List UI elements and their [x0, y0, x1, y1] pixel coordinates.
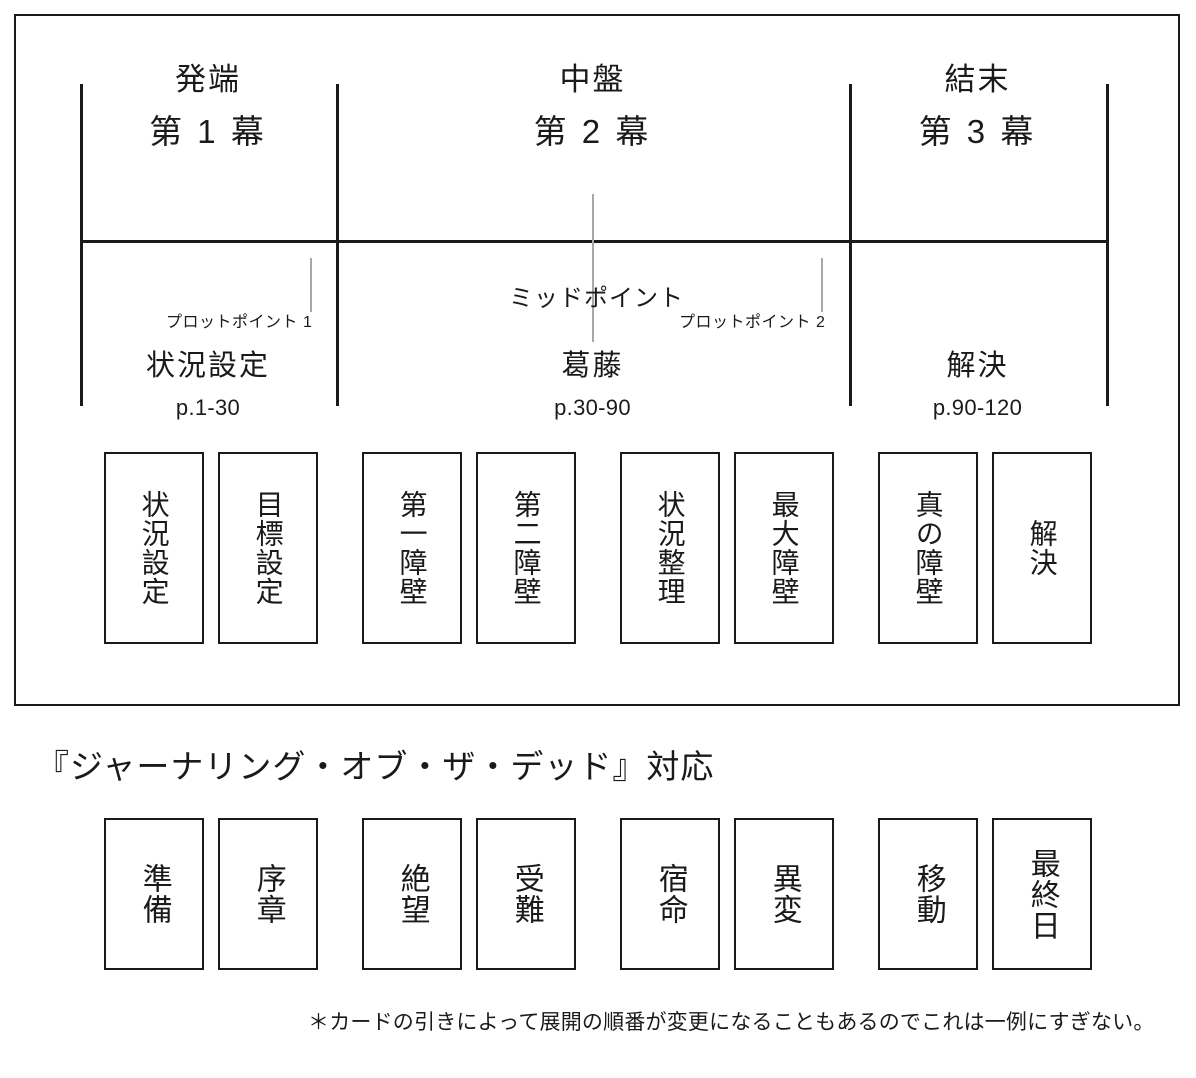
scenario-card-group-2: 絶望 受難: [362, 818, 576, 970]
beat-card[interactable]: 状況設定: [104, 452, 204, 644]
scenario-card-label: 序章: [251, 863, 285, 925]
act-2-name: 中盤: [559, 62, 626, 97]
beat-card-label: 目標設定: [252, 490, 284, 606]
midpoint-tick: [592, 194, 594, 342]
scenario-card[interactable]: 移動: [878, 818, 978, 970]
act-heading-1: 発端 第 1 幕: [80, 64, 336, 148]
scenario-card-label: 準備: [137, 863, 171, 925]
scenario-card-label: 受難: [509, 863, 543, 925]
plot-point-1-label: プロットポイント 1: [166, 314, 313, 331]
beat-card[interactable]: 真の障壁: [878, 452, 978, 644]
act-heading-3: 結末 第 3 幕: [849, 64, 1106, 148]
act-header-horizontal-rule: [80, 240, 1109, 243]
beat-card[interactable]: 第二障壁: [476, 452, 576, 644]
work-title: 『ジャーナリング・オブ・ザ・デッド』対応: [36, 748, 715, 785]
beat-card-group-4: 真の障壁 解決: [878, 452, 1092, 644]
act-heading-2: 中盤 第 2 幕: [336, 64, 849, 148]
scenario-card-group-1: 準備 序章: [104, 818, 318, 970]
scenario-card[interactable]: 宿命: [620, 818, 720, 970]
beat-card-group-1: 状況設定 目標設定: [104, 452, 318, 644]
beat-card-label: 状況整理: [654, 490, 686, 606]
beat-card-row: 状況設定 目標設定 第一障壁 第二障壁 状況整理 最大障壁 真の障壁 解決: [104, 452, 1092, 644]
scenario-card[interactable]: 準備: [104, 818, 204, 970]
act-1-number: 第 1 幕: [149, 113, 267, 150]
act-3-name: 結末: [944, 62, 1011, 97]
scenario-card-row: 準備 序章 絶望 受難 宿命 異変 移動 最終日: [104, 818, 1092, 970]
beat-card[interactable]: 最大障壁: [734, 452, 834, 644]
beat-card-label: 真の障壁: [912, 490, 944, 606]
beat-card[interactable]: 第一障壁: [362, 452, 462, 644]
scenario-card[interactable]: 最終日: [992, 818, 1092, 970]
scenario-card-group-3: 宿命 異変: [620, 818, 834, 970]
phase-conflict-name: 葛藤: [561, 350, 624, 382]
beat-card-label: 状況設定: [138, 490, 170, 606]
scenario-card[interactable]: 異変: [734, 818, 834, 970]
act-divider-left-edge: [80, 84, 83, 406]
phase-setup-name: 状況設定: [145, 350, 270, 382]
scenario-card-label: 異変: [767, 863, 801, 925]
beat-card-group-3: 状況整理 最大障壁: [620, 452, 834, 644]
beat-card-label: 第一障壁: [396, 490, 428, 606]
act-divider-right-edge: [1106, 84, 1109, 406]
act-divider-act1-act2: [336, 84, 339, 406]
plot-point-2-tick: [821, 258, 823, 312]
phase-conflict: 葛藤 p.30-90: [336, 352, 849, 419]
phase-conflict-pages: p.30-90: [554, 395, 631, 420]
phase-resolution: 解決 p.90-120: [849, 352, 1106, 419]
act-3-number: 第 3 幕: [918, 113, 1037, 150]
scenario-card-label: 移動: [911, 863, 945, 925]
act-2-number: 第 2 幕: [533, 113, 652, 150]
scenario-card-label: 最終日: [1025, 847, 1059, 941]
plot-point-1-tick: [310, 258, 312, 312]
phase-resolution-name: 解決: [946, 350, 1009, 382]
scenario-card-label: 宿命: [653, 863, 687, 925]
phase-setup: 状況設定 p.1-30: [80, 352, 336, 419]
scenario-card-label: 絶望: [395, 863, 429, 925]
three-act-diagram-frame: [14, 14, 1180, 706]
midpoint-label: ミッドポイント: [509, 285, 684, 312]
scenario-card[interactable]: 序章: [218, 818, 318, 970]
phase-resolution-pages: p.90-120: [932, 395, 1023, 420]
beat-card[interactable]: 解決: [992, 452, 1092, 644]
footnote-text: ＊カードの引きによって展開の順番が変更になることもあるのでこれは一例にすぎない。: [308, 1011, 1155, 1034]
beat-card-group-2: 第一障壁 第二障壁: [362, 452, 576, 644]
beat-card-label: 第二障壁: [510, 490, 542, 606]
beat-card[interactable]: 目標設定: [218, 452, 318, 644]
beat-card-label: 最大障壁: [768, 490, 800, 606]
scenario-card-group-4: 移動 最終日: [878, 818, 1092, 970]
beat-card-label: 解決: [1026, 519, 1058, 577]
plot-point-2-label: プロットポイント 2: [679, 314, 826, 331]
phase-setup-pages: p.1-30: [175, 395, 241, 420]
scenario-card[interactable]: 受難: [476, 818, 576, 970]
beat-card[interactable]: 状況整理: [620, 452, 720, 644]
act-1-name: 発端: [175, 62, 241, 97]
scenario-card[interactable]: 絶望: [362, 818, 462, 970]
act-divider-act2-act3: [849, 84, 852, 406]
